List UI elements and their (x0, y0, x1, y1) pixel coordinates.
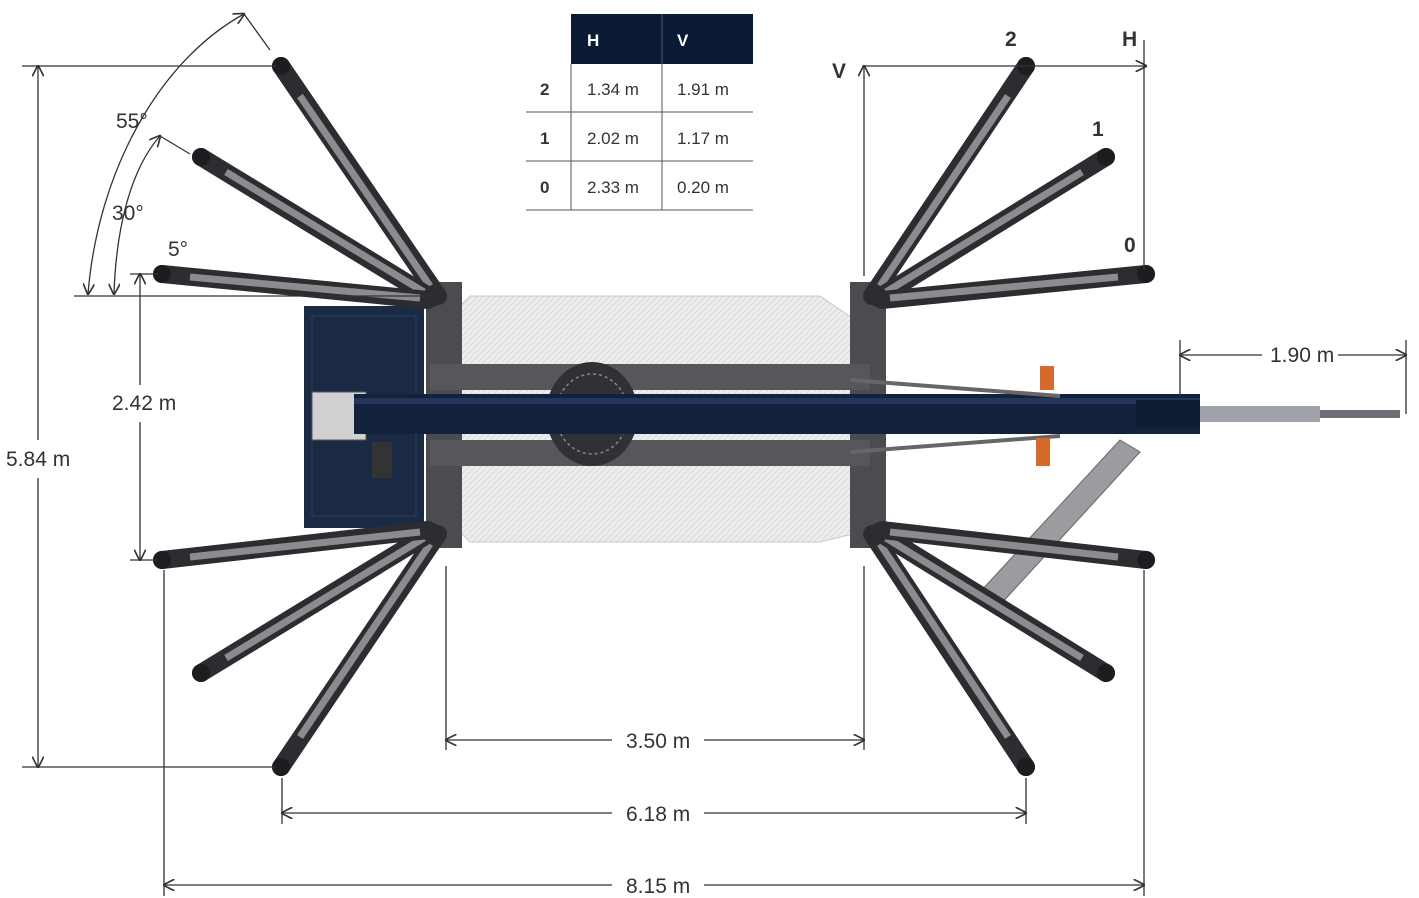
dimension-lines (22, 14, 1406, 896)
crane-body (304, 282, 1400, 606)
table-row-level: 2 (540, 80, 549, 99)
leg-tl-55-inner (297, 94, 433, 288)
arc-55 (88, 14, 244, 294)
label-axis-h: H (1122, 28, 1137, 51)
fly-jib (979, 439, 1141, 606)
table-header-v: V (677, 31, 689, 50)
table-cell: 2.02 m (587, 129, 639, 148)
orange-part-top (1040, 366, 1054, 390)
table-row-level: 1 (540, 129, 549, 148)
leg-bl-5-inner (189, 528, 421, 561)
leg-bl-55-inner (297, 542, 433, 739)
label-inner-width: 3.50 m (626, 730, 690, 753)
label-total-width: 8.15 m (626, 875, 690, 898)
table-cell: 1.17 m (677, 129, 729, 148)
arc-30-tick (159, 135, 191, 155)
table-cell: 0.20 m (677, 178, 729, 197)
strut-bottom (849, 434, 1061, 454)
jib-hook (1320, 410, 1400, 418)
table-cell: 1.91 m (677, 80, 729, 99)
frame-bottom (430, 440, 870, 466)
pad-bl-30 (192, 664, 210, 682)
pad-bl-5 (153, 551, 171, 569)
label-angle-55: 55° (116, 110, 148, 133)
label-inner-height: 2.42 m (112, 392, 176, 415)
leg-br-1-inner (884, 535, 1084, 661)
leg-br-2-inner (877, 542, 1011, 739)
table-cell: 1.34 m (587, 80, 639, 99)
dimension-labels: 5.84 m 2.42 m 55° 30° 5° 3.50 m 6.18 m 8… (6, 28, 1334, 898)
winch-motor (372, 442, 392, 478)
frame-top (430, 364, 870, 390)
label-height-total: 5.84 m (6, 448, 70, 471)
label-angle-30: 30° (112, 202, 144, 225)
label-axis-v: V (832, 60, 846, 83)
leg-br-0-inner (889, 528, 1119, 561)
pad-br-1 (1097, 664, 1115, 682)
strut-top (849, 378, 1061, 398)
pad-tl-30 (192, 148, 210, 166)
arc-55-tick (243, 13, 271, 51)
boom-head (1136, 400, 1200, 428)
leg-tl-30-inner (224, 169, 426, 295)
leg-tr-2-inner (877, 94, 1011, 288)
leg-bl-30-inner (224, 535, 426, 661)
label-level-0: 0 (1124, 234, 1136, 257)
leg-tr-1-inner (884, 169, 1084, 295)
label-level-1: 1 (1092, 118, 1104, 141)
main-boom-highlight (354, 398, 1200, 404)
pad-tl-55 (272, 57, 290, 75)
pad-br-0 (1137, 551, 1155, 569)
orange-part-bottom (1036, 438, 1050, 466)
leg-tr-0-inner (889, 273, 1119, 302)
pad-bl-55 (272, 758, 290, 776)
arc-30 (114, 136, 160, 294)
pad-tr-1 (1097, 148, 1115, 166)
table-header-h: H (587, 31, 599, 50)
pad-tr-0 (1137, 265, 1155, 283)
boom-tip (1200, 406, 1320, 422)
table-cell: 2.33 m (587, 178, 639, 197)
label-angle-5: 5° (168, 238, 188, 261)
dimensions-table: H V 2 1.34 m 1.91 m 1 2.02 m 1.17 m 0 2.… (526, 14, 753, 211)
pad-br-2 (1017, 758, 1035, 776)
table-row-level: 0 (540, 178, 549, 197)
label-boom-ext: 1.90 m (1270, 344, 1334, 367)
label-level-2: 2 (1005, 28, 1017, 51)
label-mid-width: 6.18 m (626, 803, 690, 826)
